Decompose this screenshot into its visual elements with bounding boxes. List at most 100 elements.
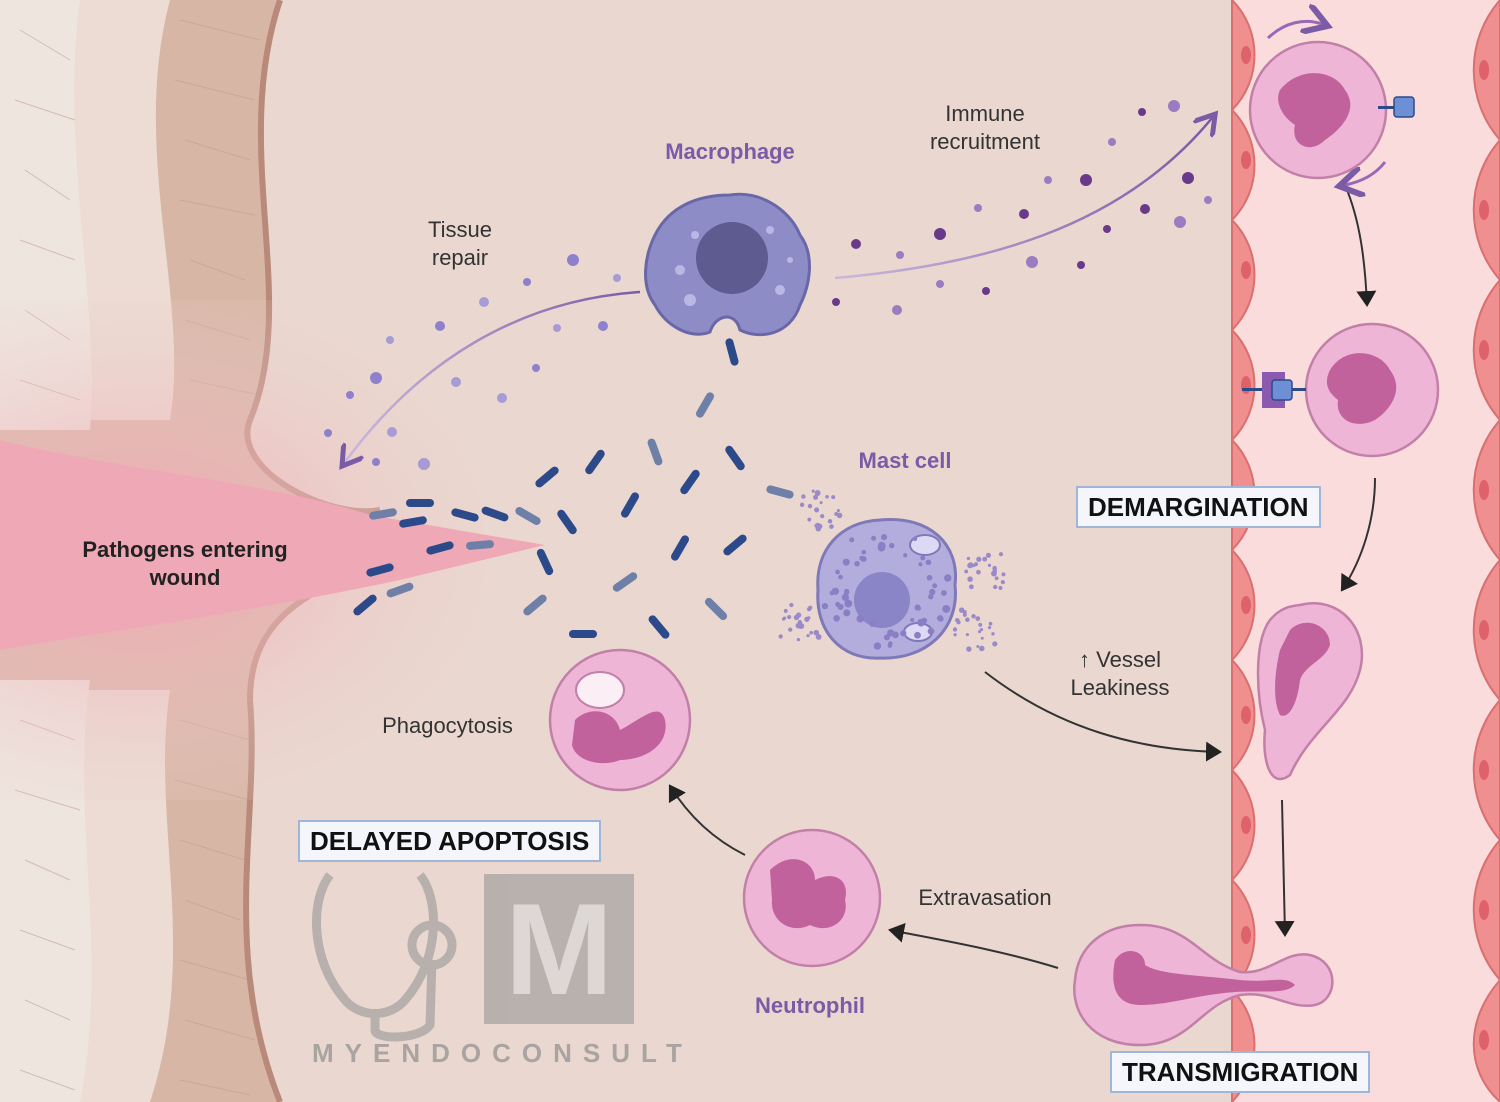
bacterium — [696, 392, 714, 418]
released-granule — [974, 562, 979, 567]
granule — [843, 609, 851, 617]
cytokine-dot — [934, 228, 946, 240]
vessel-leakiness-arrow — [984, 671, 1222, 762]
granule — [925, 559, 932, 566]
transmigration-box: TRANSMIGRATION — [1110, 1051, 1371, 1093]
granule — [842, 558, 850, 566]
cytokine-dot — [1182, 172, 1194, 184]
phagocytosing-neutrophil — [548, 648, 692, 792]
released-granule — [962, 612, 967, 617]
released-granule — [992, 568, 998, 574]
extravasated-neutrophil — [742, 828, 882, 968]
cytokine-dot — [386, 336, 394, 344]
released-granule — [992, 584, 998, 590]
extravasation-label: Extravasation — [918, 885, 1052, 910]
released-granule — [976, 569, 981, 575]
granule — [880, 533, 888, 541]
bacterium — [585, 449, 605, 475]
released-granule — [1001, 572, 1006, 577]
released-granule — [814, 507, 820, 513]
released-granule — [968, 584, 974, 590]
bacterium — [406, 499, 434, 507]
granule — [926, 574, 933, 581]
granule — [889, 542, 895, 549]
granule — [912, 536, 918, 542]
bacterium — [426, 541, 454, 555]
released-granule — [979, 628, 984, 632]
released-granule — [991, 632, 995, 636]
released-granule — [979, 645, 985, 652]
released-granule — [982, 556, 988, 562]
released-granule — [965, 633, 969, 637]
granule — [921, 617, 928, 624]
released-granule — [783, 608, 788, 613]
granule — [929, 588, 936, 596]
granule — [859, 555, 865, 561]
released-granule — [825, 494, 829, 499]
cytokine-dot — [1138, 108, 1146, 116]
released-granule — [987, 563, 992, 568]
tissue-repair-label: Tissue repair — [428, 217, 492, 270]
mast-cell — [778, 489, 1006, 660]
granule — [903, 553, 908, 558]
released-granule — [988, 621, 993, 626]
granule — [871, 535, 877, 541]
granule — [920, 555, 926, 561]
granule — [849, 537, 855, 543]
cytokine-dot — [1026, 256, 1038, 268]
vessel-leakiness-label: ↑ Vessel Leakiness — [1070, 647, 1170, 700]
granule — [843, 589, 850, 596]
immune-recruitment-arrow — [834, 118, 1212, 280]
granule — [869, 620, 876, 627]
granule — [938, 616, 944, 622]
rolling-curve-bottom — [1345, 161, 1387, 185]
cytokine-dot — [372, 458, 380, 466]
cytokine-dot — [324, 429, 332, 437]
released-granule — [976, 556, 982, 562]
released-granule — [987, 626, 992, 630]
cytokine-dot — [896, 251, 904, 259]
cytokine-dot — [451, 377, 461, 387]
cytokine-dot — [936, 280, 944, 288]
released-granule — [955, 618, 960, 623]
released-granule — [952, 627, 958, 632]
bacterium — [557, 509, 577, 535]
granule — [944, 574, 952, 582]
to-phagocytosis-arrow — [668, 784, 746, 856]
released-granule — [966, 556, 971, 561]
granule — [900, 630, 907, 637]
bacterium — [647, 438, 663, 466]
released-granule — [992, 641, 998, 647]
granule — [940, 590, 947, 596]
cytokine-dot — [613, 274, 621, 282]
bacterium — [725, 445, 745, 471]
cytokine-dot — [598, 321, 608, 331]
granule — [835, 569, 840, 575]
released-granule — [994, 576, 999, 581]
pathogens-label: Pathogens entering wound — [82, 537, 288, 590]
granule — [873, 642, 882, 650]
released-granule — [811, 489, 815, 493]
granule — [927, 627, 935, 635]
granule — [838, 574, 843, 580]
released-granule — [814, 490, 821, 496]
released-granule — [807, 503, 813, 509]
bacterium — [766, 485, 794, 499]
watermark-text: MYENDOCONSULT — [312, 1038, 693, 1068]
neutrophil-label: Neutrophil — [755, 993, 865, 1018]
bacterium — [369, 508, 397, 520]
released-granule — [806, 634, 810, 638]
granule — [861, 549, 867, 555]
released-granule — [814, 523, 820, 529]
released-granule — [789, 602, 794, 608]
macrophage-cell — [644, 192, 811, 337]
bacterium — [536, 548, 554, 576]
released-granule — [975, 616, 981, 621]
released-granule — [966, 646, 972, 652]
granule — [918, 562, 923, 567]
released-granule — [795, 612, 802, 618]
released-granule — [831, 495, 836, 500]
cytokine-dot — [1044, 176, 1052, 184]
cytokine-dot — [387, 427, 397, 437]
bacterium — [466, 540, 494, 550]
